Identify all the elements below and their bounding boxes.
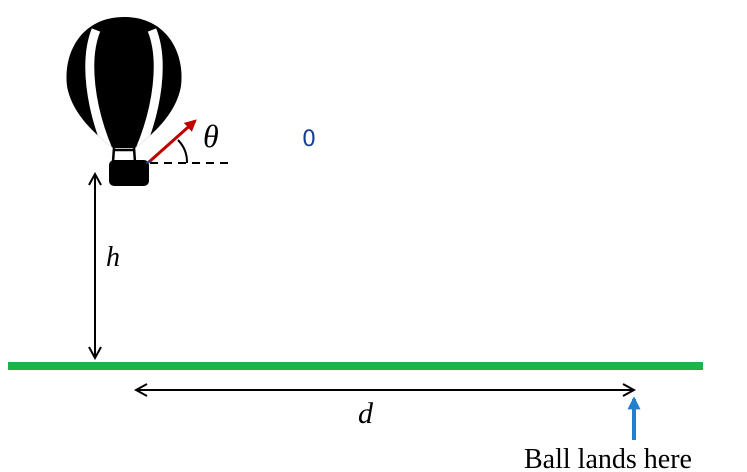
balloon-envelope: [66, 17, 182, 148]
height-label: h: [106, 242, 120, 273]
launch-velocity-arrow: [148, 119, 197, 164]
angle-arc: [177, 139, 189, 164]
distance-label: d: [358, 397, 374, 430]
balloon-basket: [109, 160, 149, 186]
balloon-ropes: [111, 147, 137, 163]
hot-air-balloon: [66, 17, 182, 186]
theta-label: θ: [203, 118, 219, 154]
landing-caption: Ball lands here: [524, 444, 692, 472]
marker-glyph: 0: [302, 127, 316, 152]
angle-arc-tick: [145, 160, 152, 164]
